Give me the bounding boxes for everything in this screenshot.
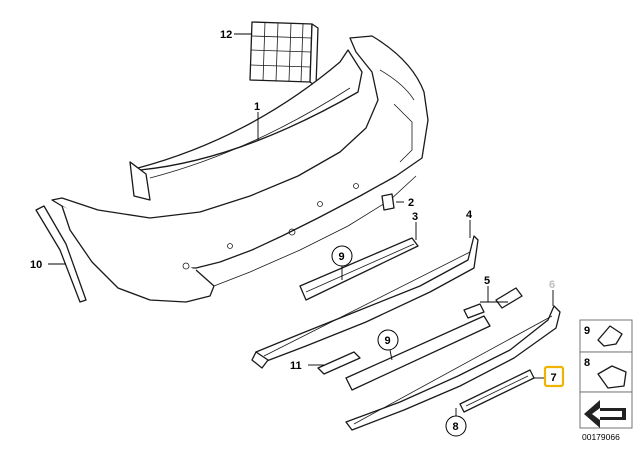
label-11: 11 [290, 360, 302, 372]
legend-panel: 9 8 00179066 [579, 319, 633, 442]
label-10: 10 [30, 259, 42, 271]
label-4: 4 [466, 209, 473, 221]
part-5-insert [463, 287, 523, 319]
part-7-lower-trim [345, 305, 561, 431]
label-5: 5 [484, 275, 490, 287]
svg-text:9: 9 [339, 251, 345, 263]
legend-clip-8-icon [597, 365, 627, 389]
label-3: 3 [412, 211, 418, 223]
part-10-side-trim [35, 205, 87, 303]
label-9-lower: 9 [377, 329, 399, 351]
bumper-shell [51, 35, 429, 303]
part-3-bar [299, 237, 419, 301]
label-1: 1 [254, 101, 260, 113]
label-6: 6 [549, 279, 555, 291]
label-8-circled: 8 [445, 415, 467, 437]
catalog-number: 00179066 [582, 432, 620, 442]
svg-text:8: 8 [453, 421, 459, 433]
label-2: 2 [408, 197, 414, 209]
leader-lines [48, 33, 554, 416]
label-7-highlighted: 7 [543, 365, 565, 388]
part-11-reflector [317, 351, 361, 375]
svg-text:7: 7 [551, 372, 557, 384]
part-4-trim [251, 235, 479, 369]
label-9-upper: 9 [331, 245, 353, 267]
legend-clip-9-icon [597, 325, 623, 347]
label-12: 12 [220, 29, 232, 41]
svg-text:9: 9 [385, 335, 391, 347]
part-1-upper-strip [129, 49, 363, 201]
part-12-grille [249, 21, 319, 87]
part-labels: 12 1 2 3 4 5 6 10 11 9 9 8 7 [30, 29, 565, 437]
legend-label-9: 9 [584, 325, 590, 337]
legend-label-8: 8 [584, 357, 590, 369]
part-9-strip [345, 315, 491, 391]
part-2-clip [381, 193, 395, 211]
